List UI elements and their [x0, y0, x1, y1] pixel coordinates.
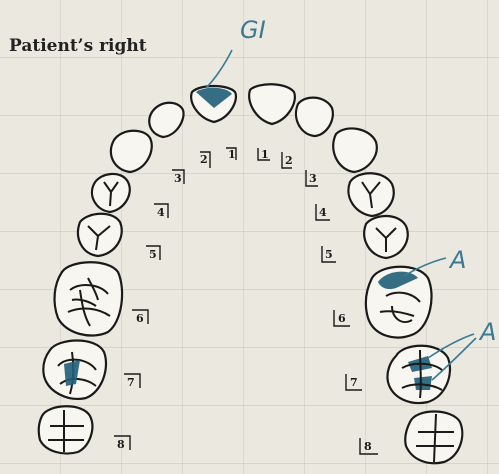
tooth-number-right-7: 7 [127, 376, 135, 389]
annotation-gi-leader [206, 50, 232, 88]
tooth-number-left-4: 4 [319, 206, 327, 219]
tooth-number-left-5: 5 [325, 248, 333, 261]
tooth-number-left-7: 7 [350, 376, 358, 389]
annotation-gi: GI [240, 16, 266, 44]
tooth-number-left-1: 1 [261, 148, 269, 161]
tooth-left-2[interactable] [296, 98, 333, 136]
tooth-number-right-2: 2 [200, 153, 208, 166]
tooth-left-7-restoration-lower [414, 376, 432, 390]
tooth-number-left-3: 3 [309, 172, 317, 185]
tooth-number-right-5: 5 [149, 248, 157, 261]
tooth-number-right-3: 3 [174, 172, 182, 185]
tooth-left-7[interactable] [387, 346, 449, 403]
tooth-number-right-4: 4 [157, 206, 165, 219]
tooth-number-left-2: 2 [285, 154, 293, 167]
tooth-number-left-8: 8 [364, 440, 372, 453]
tooth-left-1[interactable] [249, 84, 295, 124]
tooth-number-right-6: 6 [136, 312, 144, 325]
annotation-a-lower: A [478, 318, 496, 346]
tooth-right-3[interactable] [111, 131, 152, 172]
tooth-right-2[interactable] [149, 103, 183, 137]
tooth-left-3[interactable] [333, 128, 377, 172]
tooth-number-left-6: 6 [338, 312, 346, 325]
tooth-right-8[interactable] [39, 406, 93, 453]
tooth-number-right-8: 8 [117, 438, 125, 451]
tooth-number-right-1: 1 [228, 148, 236, 161]
annotation-a-upper: A [448, 246, 466, 274]
